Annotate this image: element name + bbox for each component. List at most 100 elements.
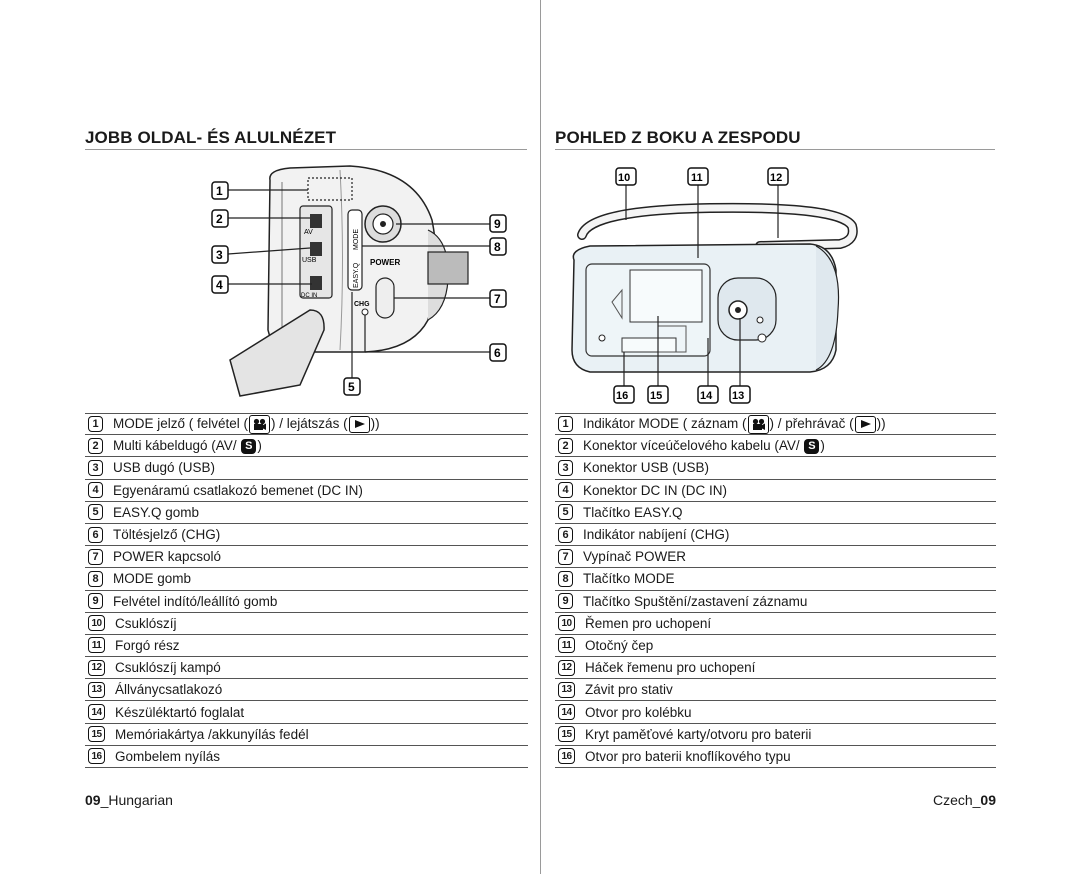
item-text: Gombelem nyílás bbox=[115, 748, 221, 764]
item-text: Felvétel indító/leállító gomb bbox=[113, 593, 278, 609]
item-number-badge: 11 bbox=[88, 637, 105, 654]
right-section-title: POHLED Z BOKU A ZESPODU bbox=[555, 128, 801, 147]
av-port-label: AV bbox=[304, 229, 313, 236]
item-text-part: MODE jelző ( felvétel ( bbox=[113, 415, 249, 431]
item-number-badge: 13 bbox=[558, 681, 575, 698]
callout-5: 5 bbox=[343, 377, 361, 396]
callout-14: 14 bbox=[697, 385, 719, 404]
list-item: 7 POWER kapcsoló bbox=[85, 546, 528, 569]
item-number-badge: 7 bbox=[88, 548, 103, 565]
svg-text:2: 2 bbox=[216, 212, 223, 226]
callout-8: 8 bbox=[489, 237, 507, 256]
svg-text:9: 9 bbox=[494, 217, 501, 231]
item-text: Memóriakártya /akkunyílás fedél bbox=[115, 726, 309, 742]
item-number-badge: 5 bbox=[558, 504, 573, 521]
usb-port-label: USB bbox=[302, 257, 317, 264]
svg-text:11: 11 bbox=[691, 172, 703, 184]
bottom-view-figure: 10 11 12 16 15 14 13 bbox=[571, 167, 858, 404]
item-number-badge: 3 bbox=[88, 459, 103, 476]
item-number-badge: 1 bbox=[558, 416, 573, 433]
item-number-badge: 8 bbox=[558, 570, 573, 587]
svg-text:10: 10 bbox=[618, 172, 630, 184]
item-text: Tlačítko EASY.Q bbox=[583, 504, 683, 520]
power-label: POWER bbox=[370, 258, 400, 267]
list-item: 6 Töltésjelző (CHG) bbox=[85, 524, 528, 547]
chg-label: CHG bbox=[354, 301, 370, 308]
item-text: Závit pro stativ bbox=[585, 682, 673, 698]
callout-16: 16 bbox=[613, 385, 635, 404]
item-text: Csuklószíj bbox=[115, 615, 177, 631]
list-item: 4 Konektor DC IN (DC IN) bbox=[555, 480, 996, 502]
svg-text:15: 15 bbox=[650, 390, 662, 402]
item-text: Indikátor nabíjení (CHG) bbox=[583, 527, 730, 543]
easyq-strip-label: EASY.Q bbox=[353, 262, 360, 288]
s-video-icon: S bbox=[241, 438, 257, 454]
item-text: EASY.Q gomb bbox=[113, 504, 200, 520]
list-item: 9 Felvétel indító/leállító gomb bbox=[85, 591, 528, 613]
s-video-icon: S bbox=[804, 438, 820, 454]
item-text: Otvor pro kolébku bbox=[585, 704, 692, 720]
play-icon bbox=[348, 415, 370, 433]
item-number-badge: 15 bbox=[558, 726, 575, 743]
item-text-part: ) bbox=[257, 437, 262, 453]
item-number-badge: 4 bbox=[88, 482, 103, 499]
item-text: Kryt paměťové karty/otvoru pro baterii bbox=[585, 726, 812, 742]
svg-text:3: 3 bbox=[216, 248, 223, 262]
list-item: 5 EASY.Q gomb bbox=[85, 502, 528, 524]
mode-strip-label: MODE bbox=[353, 229, 360, 250]
callout-13: 13 bbox=[729, 385, 751, 404]
dcin-port-label: DC IN bbox=[301, 293, 317, 299]
item-number-badge: 8 bbox=[88, 570, 103, 587]
item-text: Töltésjelző (CHG) bbox=[113, 527, 221, 543]
item-number-badge: 6 bbox=[88, 526, 103, 543]
item-text: Vypínač POWER bbox=[583, 549, 687, 565]
list-item: 15 Memóriakártya /akkunyílás fedél bbox=[85, 724, 528, 746]
item-text-part: ) / lejátszás ( bbox=[271, 415, 348, 431]
item-text: MODE jelző ( felvétel () / lejátszás ()) bbox=[113, 414, 380, 434]
item-number-badge: 11 bbox=[558, 637, 575, 654]
item-text: Konektor víceúčelového kabelu (AV/ S) bbox=[583, 438, 825, 454]
item-text: Multi kábeldugó (AV/ S) bbox=[113, 438, 262, 454]
item-text: Konektor DC IN (DC IN) bbox=[583, 482, 728, 498]
item-text: Állványcsatlakozó bbox=[115, 682, 223, 698]
item-number-badge: 5 bbox=[88, 504, 103, 521]
item-number-badge: 6 bbox=[558, 526, 573, 543]
callout-7: 7 bbox=[489, 289, 507, 308]
item-number-badge: 15 bbox=[88, 726, 105, 743]
item-number-badge: 14 bbox=[558, 704, 575, 721]
item-number-badge: 4 bbox=[558, 482, 573, 499]
svg-text:14: 14 bbox=[700, 390, 713, 402]
svg-text:12: 12 bbox=[770, 172, 782, 184]
item-number-badge: 16 bbox=[88, 748, 105, 765]
item-number-badge: 12 bbox=[558, 659, 575, 676]
list-item: 16 Gombelem nyílás bbox=[85, 746, 528, 768]
callout-10: 10 bbox=[615, 167, 637, 186]
item-text-part: Konektor víceúčelového kabelu (AV/ bbox=[583, 437, 804, 453]
item-text: Forgó rész bbox=[115, 637, 180, 653]
right-page-number: 09 bbox=[980, 792, 996, 808]
list-item: 11 Forgó rész bbox=[85, 635, 528, 658]
item-text: Konektor USB (USB) bbox=[583, 460, 710, 476]
callout-6: 6 bbox=[489, 343, 507, 362]
item-number-badge: 9 bbox=[88, 593, 103, 610]
right-footer-language: Czech_ bbox=[932, 792, 981, 808]
callout-4: 4 bbox=[211, 275, 229, 294]
item-text: Egyenáramú csatlakozó bemenet (DC IN) bbox=[113, 482, 363, 498]
item-number-badge: 2 bbox=[558, 437, 573, 454]
item-text-part: Multi kábeldugó (AV/ bbox=[113, 437, 241, 453]
item-text-part: )) bbox=[876, 415, 886, 431]
item-text: Csuklószíj kampó bbox=[115, 660, 221, 676]
item-text: POWER kapcsoló bbox=[113, 549, 222, 565]
